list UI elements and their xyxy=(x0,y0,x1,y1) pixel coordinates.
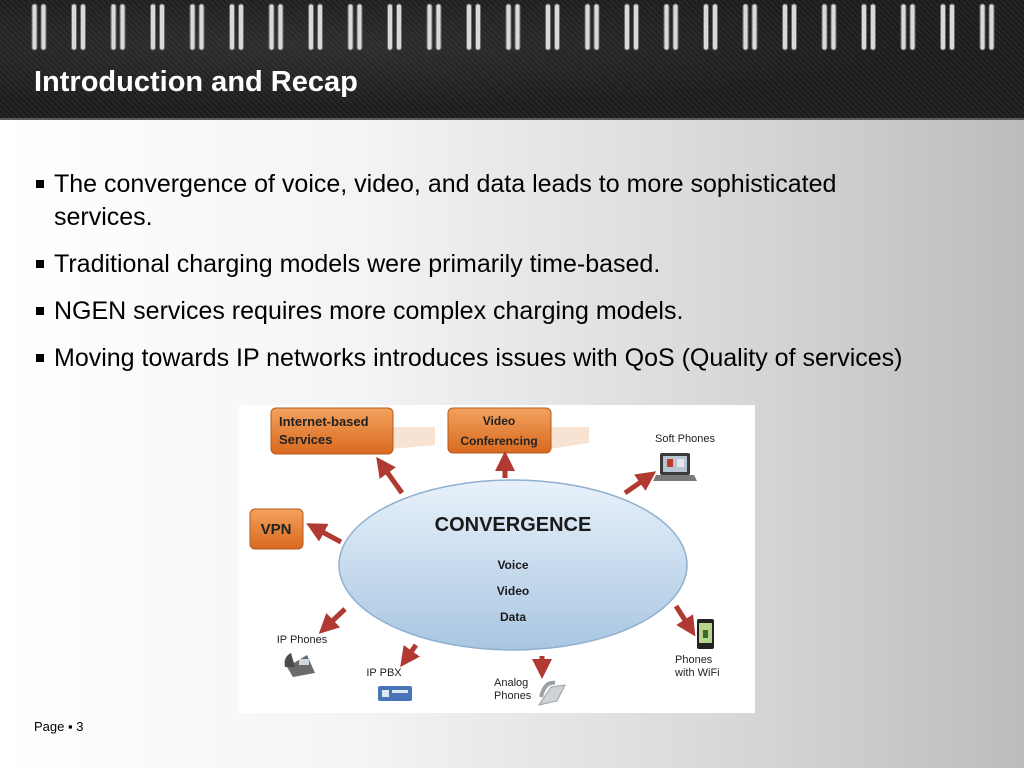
spiral-binding-graphic xyxy=(31,3,995,51)
wifi-phones-label-line2: with WiFi xyxy=(674,667,720,679)
arrow-vpn xyxy=(306,523,343,545)
binding-ring xyxy=(514,3,521,51)
binding-ring xyxy=(466,3,472,51)
page-separator: ▪ xyxy=(68,719,73,734)
slide-title: Introduction and Recap xyxy=(34,66,358,98)
binding-ring xyxy=(554,3,560,51)
binding-ring xyxy=(277,3,284,51)
arrow-wifi xyxy=(673,604,696,637)
ip-phones-label: IP Phones xyxy=(277,634,328,646)
convergence-item-data: Data xyxy=(500,610,526,624)
binding-ring xyxy=(782,3,788,51)
internet-services-label-line2: Services xyxy=(279,432,333,447)
vpn-label: VPN xyxy=(261,521,292,538)
binding-ring xyxy=(584,3,591,51)
binding-ring xyxy=(979,3,986,51)
ip-pbx-label: IP PBX xyxy=(366,667,402,679)
bullet-item: Traditional charging models were primari… xyxy=(34,248,934,281)
binding-ring xyxy=(31,3,38,51)
video-conferencing-label-line1: Video xyxy=(483,414,515,428)
binding-ring xyxy=(505,3,512,51)
slide-header: Introduction and Recap xyxy=(0,0,1024,120)
binding-ring xyxy=(71,3,77,51)
binding-ring xyxy=(751,3,758,51)
binding-ring xyxy=(624,3,630,51)
bullet-marker xyxy=(36,180,44,188)
analog-phone-icon xyxy=(537,680,566,706)
binding-ring xyxy=(268,3,275,51)
binding-ring xyxy=(821,3,828,51)
arrow-internet xyxy=(376,456,405,495)
pbx-device-icon xyxy=(378,686,412,701)
binding-ring xyxy=(870,3,876,51)
binding-ring xyxy=(703,3,709,51)
binding-ring xyxy=(830,3,837,51)
video-conferencing-label-line2: Conferencing xyxy=(460,434,537,448)
page-label: Page xyxy=(34,719,65,734)
binding-ring xyxy=(861,3,867,51)
binding-ring xyxy=(229,3,235,51)
binding-ring xyxy=(189,3,196,51)
binding-ring xyxy=(988,3,995,51)
arrows-group xyxy=(306,451,696,679)
arrow-ip-pbx xyxy=(400,643,420,668)
desk-phone-icon xyxy=(284,653,315,677)
bullet-item: Moving towards IP networks introduces is… xyxy=(34,342,934,375)
binding-ring xyxy=(356,3,363,51)
binding-ring xyxy=(396,3,402,51)
binding-ring xyxy=(426,3,433,51)
binding-ring xyxy=(150,3,156,51)
binding-ring xyxy=(475,3,481,51)
binding-ring xyxy=(435,3,442,51)
bullet-marker xyxy=(36,354,44,362)
arrow-soft-phones xyxy=(623,471,657,496)
slide-footer: Page ▪ 3 xyxy=(34,719,83,734)
binding-ring xyxy=(238,3,244,51)
binding-ring xyxy=(80,3,86,51)
convergence-item-video: Video xyxy=(497,584,529,598)
soft-phones-label: Soft Phones xyxy=(655,433,715,445)
wifi-phones-label-line1: Phones xyxy=(675,654,713,666)
binding-ring xyxy=(940,3,946,51)
bullet-marker xyxy=(36,307,44,315)
binding-ring xyxy=(593,3,600,51)
binding-ring xyxy=(900,3,907,51)
binding-ring xyxy=(672,3,679,51)
bullet-marker xyxy=(36,260,44,268)
convergence-ellipse xyxy=(338,479,688,651)
binding-ring xyxy=(742,3,749,51)
analog-phones-label-line2: Phones xyxy=(494,690,532,702)
internet-services-box xyxy=(270,407,394,455)
vpn-box xyxy=(249,508,304,550)
binding-ring xyxy=(545,3,551,51)
binding-ring xyxy=(633,3,639,51)
binding-ring xyxy=(949,3,955,51)
binding-ring xyxy=(159,3,165,51)
bullet-list: The convergence of voice, video, and dat… xyxy=(34,168,934,389)
arrow-ip-phones xyxy=(318,607,347,634)
internet-services-label-line1: Internet-based xyxy=(279,414,369,429)
analog-phones-label-line1: Analog xyxy=(494,677,528,689)
binding-ring xyxy=(791,3,797,51)
laptop-icon xyxy=(653,453,697,481)
bullet-item: NGEN services requires more complex char… xyxy=(34,295,934,328)
binding-ring xyxy=(40,3,47,51)
binding-ring xyxy=(909,3,916,51)
convergence-diagram: CONVERGENCE Voice Video Data Internet-ba… xyxy=(239,405,755,713)
binding-ring xyxy=(347,3,354,51)
binding-ring xyxy=(110,3,117,51)
smartphone-icon xyxy=(697,619,714,649)
page-number: 3 xyxy=(76,719,84,734)
bullet-item: The convergence of voice, video, and dat… xyxy=(34,168,934,234)
binding-ring xyxy=(387,3,393,51)
binding-ring xyxy=(663,3,670,51)
convergence-item-voice: Voice xyxy=(497,558,528,572)
binding-ring xyxy=(119,3,126,51)
binding-ring xyxy=(712,3,718,51)
binding-ring xyxy=(317,3,323,51)
binding-ring xyxy=(198,3,205,51)
convergence-title: CONVERGENCE xyxy=(435,514,592,536)
binding-ring xyxy=(308,3,314,51)
